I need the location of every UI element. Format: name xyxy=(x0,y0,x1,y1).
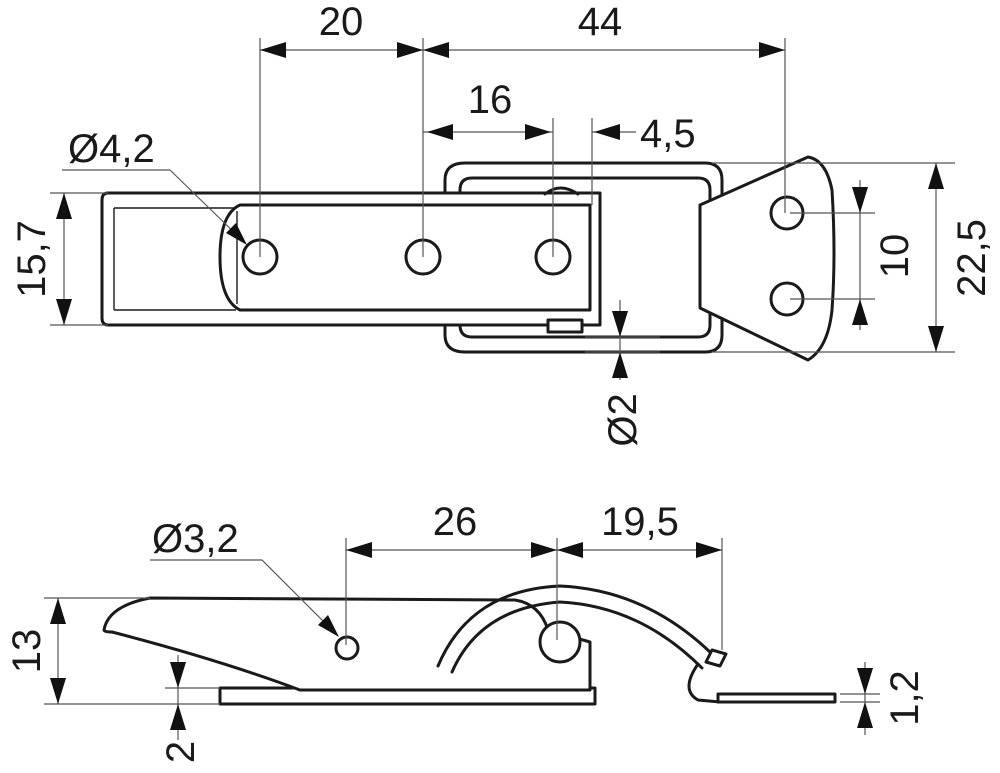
dim-1-2-label: 1,2 xyxy=(883,670,927,726)
dim-15-7-label: 15,7 xyxy=(10,220,54,298)
dim-44-label: 44 xyxy=(578,0,623,44)
dim-16-label: 16 xyxy=(468,78,513,122)
side-view: 26 19,5 Ø3,2 13 2 1,2 xyxy=(5,500,927,763)
arrow-2-bottom xyxy=(170,704,186,730)
wire-loop-outer xyxy=(443,161,724,354)
keeper-plate xyxy=(698,155,836,362)
arrow-1-2-top xyxy=(857,668,873,694)
arrow-hole-42 xyxy=(226,223,247,245)
arrow-44-right xyxy=(759,42,785,58)
arrow-20-left xyxy=(260,42,286,58)
dim-26-label: 26 xyxy=(433,500,478,544)
arrow-13-top xyxy=(50,598,66,624)
hinge-pin xyxy=(538,620,582,664)
arrow-16-right xyxy=(525,124,551,140)
dim-20-label: 20 xyxy=(319,0,364,44)
arrow-26-right xyxy=(531,542,557,558)
dim-2-label: 2 xyxy=(159,741,203,763)
dim-22-5-label: 22,5 xyxy=(950,219,994,297)
hinge-pin-bottom xyxy=(546,318,584,334)
arrow-wire-top xyxy=(612,311,628,337)
arrow-10-bottom xyxy=(852,299,868,325)
arrow-hole-32 xyxy=(318,615,339,637)
dim-10-label: 10 xyxy=(873,234,917,279)
dim-4-5-label: 4,5 xyxy=(640,112,696,156)
arrow-44-left xyxy=(423,42,449,58)
side-wire-hook xyxy=(687,662,722,704)
hook-arc-outer xyxy=(436,584,720,668)
arrow-wire-bottom xyxy=(612,352,628,378)
top-view: 20 44 16 4,5 Ø4,2 15,7 10 22,5 xyxy=(10,0,994,447)
arrow-22-5-top xyxy=(928,163,944,189)
arrow-10-top xyxy=(852,187,868,213)
arrow-22-5-bottom xyxy=(928,326,944,352)
arrow-2-top xyxy=(170,662,186,688)
arrow-15-7-bottom xyxy=(56,299,72,325)
dim-19-5-label: 19,5 xyxy=(601,500,679,544)
hole-dia-label: Ø4,2 xyxy=(68,127,155,171)
arrow-4-5 xyxy=(594,124,620,140)
wire-dia-label: Ø2 xyxy=(601,393,645,446)
wire-loop-inner xyxy=(458,176,712,339)
side-wire-tip xyxy=(704,648,728,668)
side-hole-dia-label: Ø3,2 xyxy=(152,517,239,561)
hinge-pin-top xyxy=(543,186,580,196)
arrow-15-7-top xyxy=(56,193,72,219)
arrow-13-bottom xyxy=(50,678,66,704)
hook-arc-inner xyxy=(450,600,704,674)
side-keeper-plate xyxy=(716,692,837,704)
arrow-20-right xyxy=(397,42,423,58)
arrow-1-2-bottom xyxy=(857,702,873,728)
side-lever-hole xyxy=(334,635,360,661)
dim-13-label: 13 xyxy=(5,629,49,674)
arrow-26-left xyxy=(346,542,372,558)
arrow-19-5-left xyxy=(557,542,583,558)
arrow-19-5-right xyxy=(696,542,722,558)
arrow-16-left xyxy=(427,124,453,140)
